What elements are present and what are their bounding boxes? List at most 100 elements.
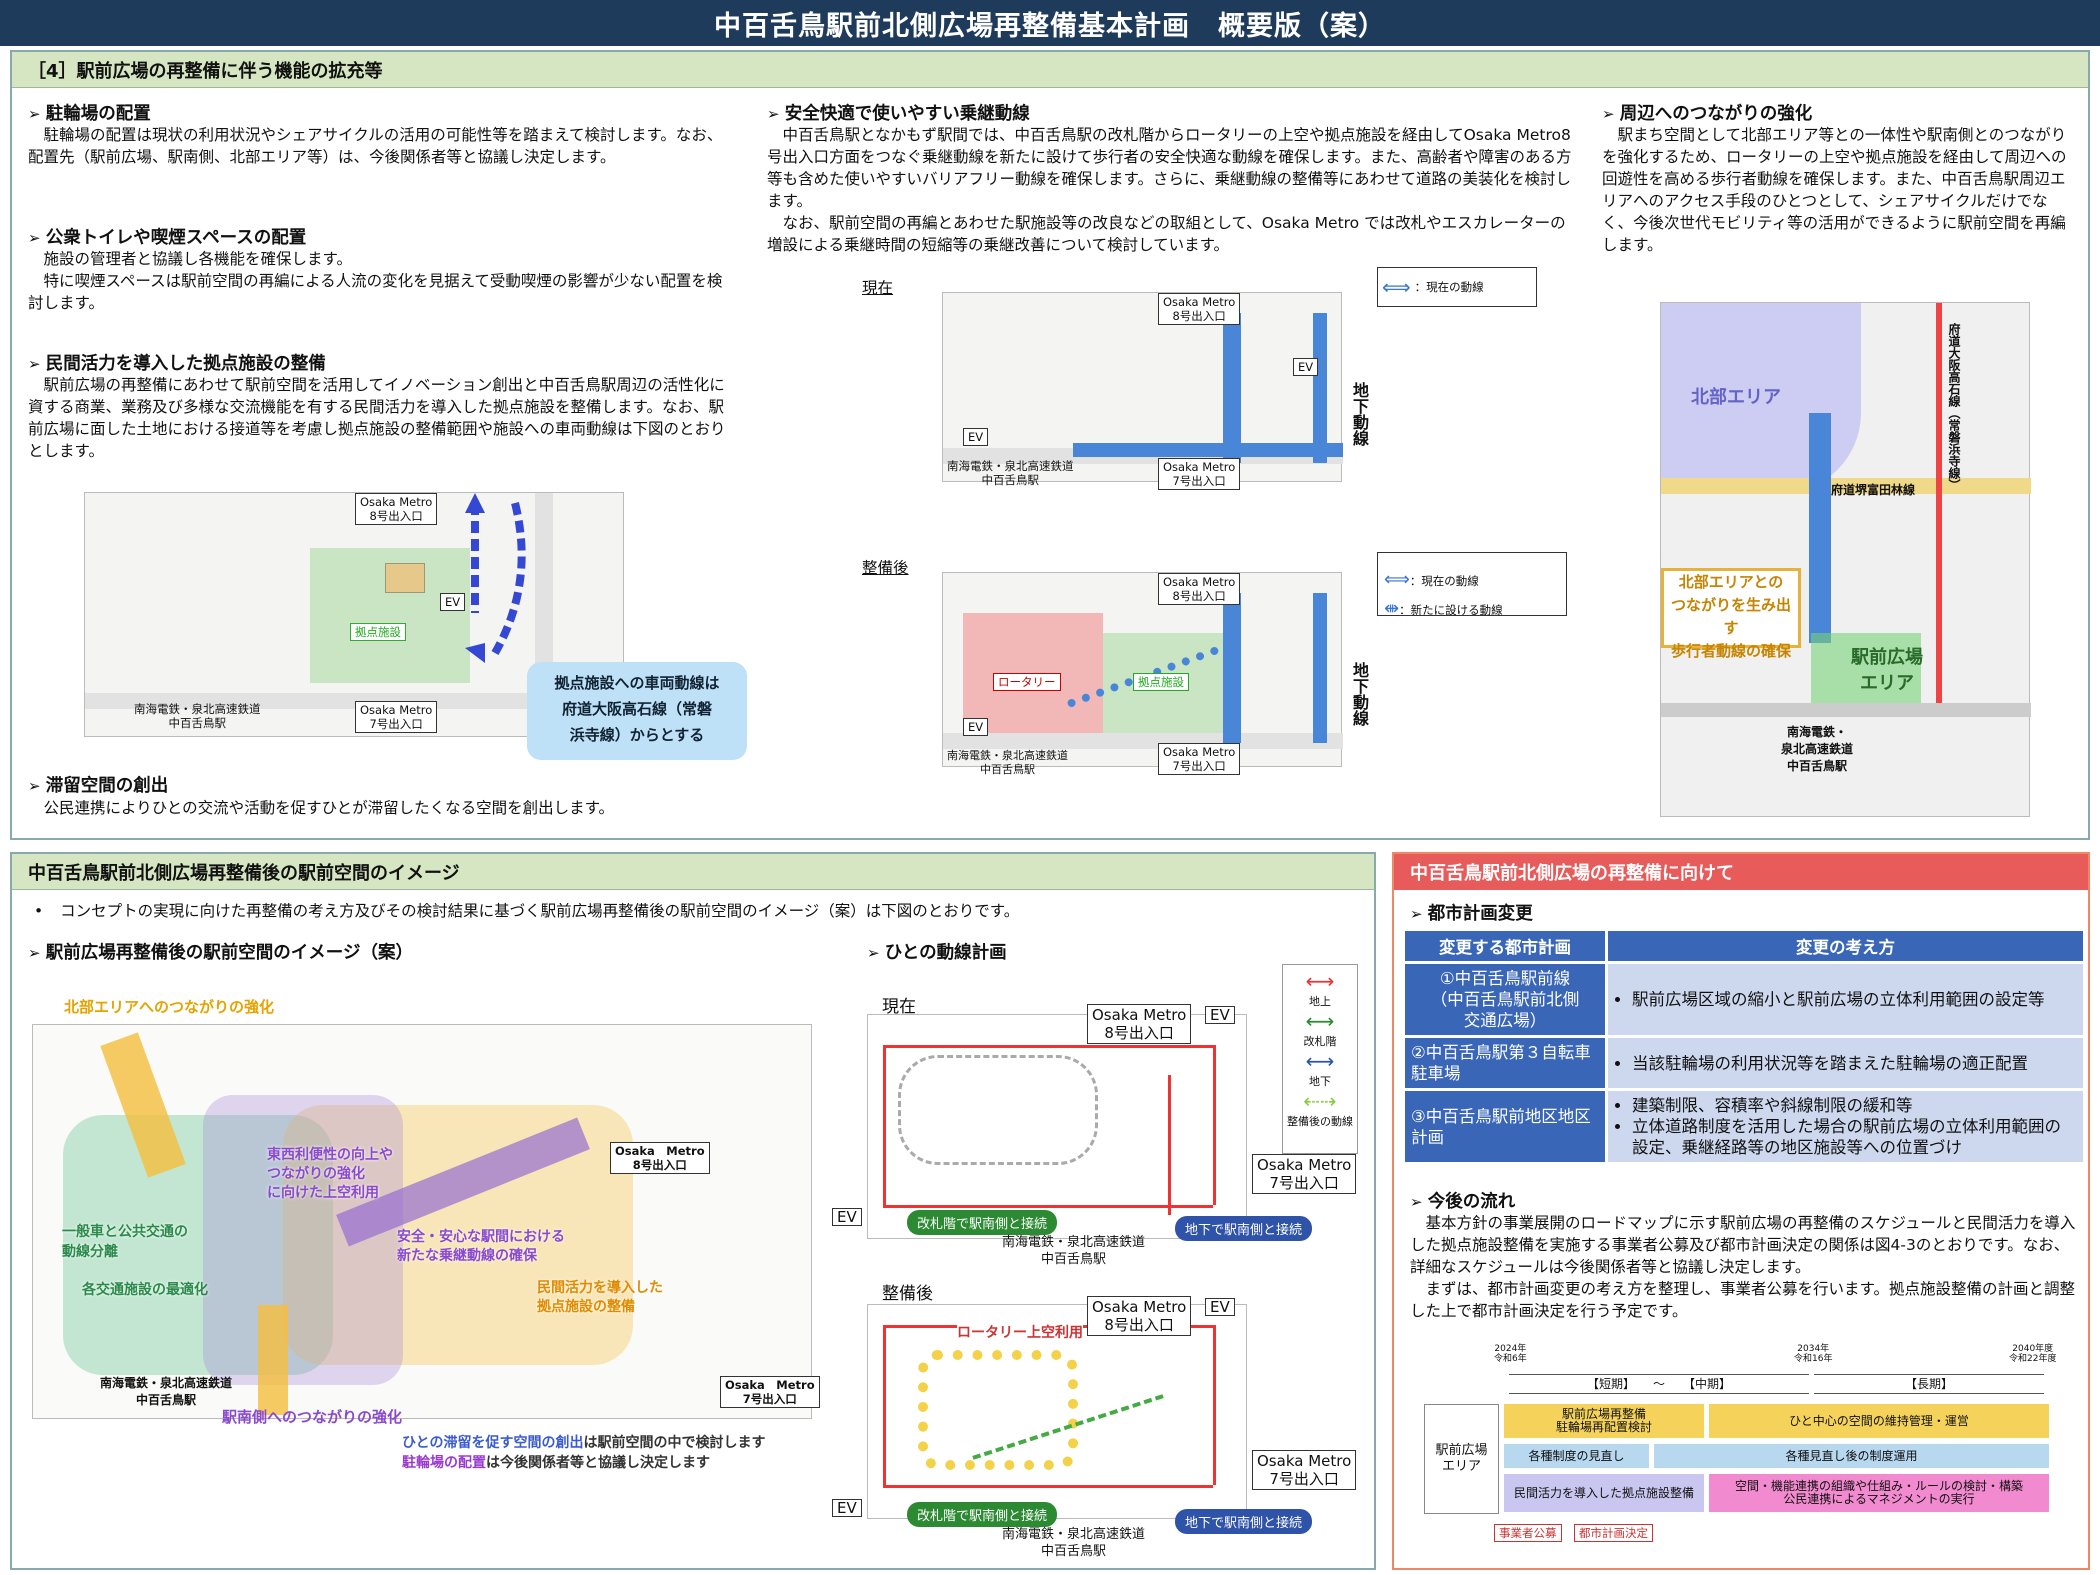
table-row: ③中百舌鳥駅前地区地区計画 建築制限、容積率や斜線制限の緩和等立体道路制度を活用… bbox=[1405, 1091, 2083, 1162]
metro8-label: Osaka Metro 8号出入口 bbox=[355, 493, 438, 525]
area-label: 駅前広場 エリア bbox=[1424, 1404, 1499, 1514]
milestone-decision: 都市計画決定 bbox=[1574, 1524, 1653, 1542]
note-stay: ひとの滞留を促す空間の創出は駅前空間の中で検討します bbox=[402, 1435, 766, 1451]
east-west-label: 東西利便性の向上や つながりの強化 に向けた上空利用 bbox=[267, 1147, 393, 1201]
image-title: 駅前広場再整備後の駅前空間のイメージ（案） bbox=[28, 939, 413, 964]
flow-now-metro8: Osaka Metro 8号出入口 bbox=[1087, 1004, 1192, 1044]
concept-station: 南海電鉄・泉北高速鉄道 中百舌鳥駅 bbox=[100, 1376, 233, 1407]
after-metro8: Osaka Metro 8号出入口 bbox=[1158, 573, 1241, 605]
north-area-label: 北部エリア bbox=[1691, 387, 1781, 408]
image-panel: 中百舌鳥駅前北側広場再整備後の駅前空間のイメージ • コンセプトの実現に向けた再… bbox=[10, 852, 1376, 1570]
legend-now-box: ⟺：現在の動線 bbox=[1377, 267, 1537, 307]
rotary-air-label: ロータリー上空利用 bbox=[957, 1322, 1083, 1342]
flow-now-metro7: Osaka Metro 7号出入口 bbox=[1252, 1154, 1357, 1194]
bike-parking-text: 駐輪場の配置は現状の利用状況やシェアサイクルの活用の可能性等を踏まえて検討します… bbox=[28, 126, 723, 166]
facility-title: 民間活力を導入した拠点施設の整備 bbox=[28, 350, 326, 375]
gantt-r1b: ひと中心の空間の維持管理・運営 bbox=[1709, 1404, 2049, 1438]
flow-legend: ⟷地上 ⟷改札階 ⟷地下 ⇠⇢整備後の動線 bbox=[1282, 964, 1358, 1154]
transfer-text: 中百舌鳥駅となかもず駅間では、中百舌鳥駅の改札階からロータリーの上空や拠点施設を… bbox=[767, 126, 1572, 254]
vehicle-route-callout: 拠点施設への車両動線は 府道大阪高石線（常磐 浜寺線）からとする bbox=[527, 662, 747, 760]
arrow-icon: ⟺ bbox=[1382, 275, 1411, 299]
urban-plan-table: 変更する都市計画 変更の考え方 ①中百舌鳥駅前線 （中百舌鳥駅前北側 交通広場）… bbox=[1402, 928, 2086, 1165]
period-short-mid: 【短期】 ～ 【中期】 bbox=[1509, 1374, 1809, 1394]
now-metro8: Osaka Metro 8号出入口 bbox=[1158, 293, 1241, 325]
toilet-text: 施設の管理者と協議し各機能を確保します。 特に喫煙スペースは駅前空間の再編による… bbox=[28, 250, 723, 312]
flow-after-metro7: Osaka Metro 7号出入口 bbox=[1252, 1450, 1357, 1490]
flow-now-label: 現在 bbox=[882, 997, 916, 1017]
gantt-r1a: 駅前広場再整備 駐輪場再配置検討 bbox=[1504, 1404, 1704, 1438]
now-ev2: EV bbox=[963, 428, 989, 446]
period-long: 【長期】 bbox=[1814, 1374, 2044, 1394]
connection-text: 駅まち空間として北部エリア等との一体性や駅南側とのつながりを強化するため、ロータ… bbox=[1602, 126, 2067, 254]
plan-approach: 建築制限、容積率や斜線制限の緩和等立体道路制度を活用した場合の駅前広場の立体利用… bbox=[1608, 1091, 2083, 1162]
col-approach: 変更の考え方 bbox=[1608, 931, 2083, 961]
future-flow-title: 今後の流れ bbox=[1410, 1188, 1516, 1213]
after-facility: 拠点施設 bbox=[1133, 673, 1189, 691]
stay-space-text: 公民連携によりひとの交流や活動を促すひとが滞留したくなる空間を創出します。 bbox=[28, 799, 615, 817]
legend-ground-icon: ⟷ bbox=[1305, 969, 1335, 993]
btn-kaisatsu-after: 改札階で駅南側と接続 bbox=[907, 1502, 1058, 1527]
flow-after-metro8: Osaka Metro 8号出入口 bbox=[1087, 1296, 1192, 1336]
concept-metro7: Osaka Metro 7号出入口 bbox=[720, 1376, 820, 1408]
station-label: 南海電鉄・泉北高速鉄道 中百舌鳥駅 bbox=[134, 702, 261, 730]
plan-approach: 当該駐輪場の利用状況等を踏まえた駐輪場の適正配置 bbox=[1608, 1038, 2083, 1088]
vehicle-route-arrow bbox=[465, 493, 526, 663]
stay-space-title: 滞留空間の創出 bbox=[28, 772, 169, 797]
underground-label-after: 地下動線 bbox=[1350, 662, 1369, 726]
legend-after-box: ⟺：現在の動線 ⇼：新たに設ける動線 bbox=[1377, 552, 1567, 619]
plan-approach: 駅前広場区域の縮小と駅前広場の立体利用範囲の設定等 bbox=[1608, 964, 2083, 1035]
route-label: 府道堺富田林線 bbox=[1831, 483, 1916, 497]
label-after: 整備後 bbox=[862, 559, 909, 577]
table-row: ②中百舌鳥駅第３自転車駐車場 当該駐輪場の利用状況等を踏まえた駐輪場の適正配置 bbox=[1405, 1038, 2083, 1088]
flow-map-now bbox=[867, 1014, 1247, 1239]
after-rotary: ロータリー bbox=[993, 673, 1061, 691]
concept-metro8: Osaka Metro 8号出入口 bbox=[610, 1142, 710, 1174]
gantt-r2b: 各種見直し後の制度運用 bbox=[1654, 1444, 2049, 1468]
flow-after-ev2: EV bbox=[832, 1499, 862, 1517]
table-row: ①中百舌鳥駅前線 （中百舌鳥駅前北側 交通広場） 駅前広場区域の縮小と駅前広場の… bbox=[1405, 964, 2083, 1035]
now-station: 南海電鉄・泉北高速鉄道 中百舌鳥駅 bbox=[947, 459, 1074, 487]
btn-underground-after: 地下で駅南側と接続 bbox=[1175, 1509, 1313, 1534]
flow-plan-title: ひとの動線計画 bbox=[867, 939, 1007, 964]
future-panel: 中百舌鳥駅前北側広場の再整備に向けて 都市計画変更 変更する都市計画 変更の考え… bbox=[1392, 852, 2090, 1570]
transfer-map-now: Osaka Metro 8号出入口 Osaka Metro 7号出入口 EV E… bbox=[942, 292, 1343, 490]
facility-text: 駅前広場の再整備にあわせて駅前空間を活用してイノベーション創出と中百舌鳥駅周辺の… bbox=[28, 376, 726, 460]
station-area-label: 駅前広場 エリア bbox=[1851, 647, 1923, 694]
flow-now-ev: EV bbox=[1205, 1006, 1235, 1024]
year-2040: 2040年度 令和22年度 bbox=[2009, 1344, 2057, 1364]
safe-transfer-label: 安全・安心な駅間における 新たな乗継動線の確保 bbox=[397, 1229, 565, 1264]
flow-now-ev2: EV bbox=[832, 1208, 862, 1226]
legend-underground-icon: ⟷ bbox=[1305, 1049, 1335, 1073]
gantt-r3b: 空間・機能連携の組織や仕組み・ルールの検討・構築 公民連携によるマネジメントの実… bbox=[1709, 1474, 2049, 1512]
facility-opt-label: 各交通施設の最適化 bbox=[82, 1282, 208, 1298]
underground-label: 地下動線 bbox=[1350, 382, 1369, 446]
dotted-arrow-icon: ⇼ bbox=[1384, 598, 1400, 619]
col-plan: 変更する都市計画 bbox=[1405, 931, 1605, 961]
transfer-title: 安全快適で使いやすい乗継動線 bbox=[767, 100, 1030, 125]
private-facility-label: 民間活力を導入した 拠点施設の整備 bbox=[537, 1280, 663, 1315]
after-metro7: Osaka Metro 7号出入口 bbox=[1158, 743, 1241, 775]
separation-label: 一般車と公共交通の 動線分離 bbox=[62, 1224, 188, 1260]
facility-map: 拠点施設 Osaka Metro 8号出入口 Osaka Metro 7号出入口… bbox=[84, 492, 625, 738]
milestone-recruit: 事業者公募 bbox=[1494, 1524, 1562, 1542]
station-label-right: 南海電鉄・ 泉北高速鉄道 中百舌鳥駅 bbox=[1781, 725, 1854, 773]
plan-name: ③中百舌鳥駅前地区地区計画 bbox=[1405, 1091, 1605, 1162]
flow-after-ev: EV bbox=[1205, 1298, 1235, 1316]
now-ev: EV bbox=[1293, 358, 1319, 376]
ev-label: EV bbox=[440, 593, 466, 611]
image-panel-heading: 中百舌鳥駅前北側広場再整備後の駅前空間のイメージ bbox=[12, 854, 1374, 890]
after-station: 南海電鉄・泉北高速鉄道 中百舌鳥駅 bbox=[947, 749, 1068, 776]
legend-new-icon: ⇠⇢ bbox=[1303, 1089, 1337, 1113]
transfer-map-after: Osaka Metro 8号出入口 Osaka Metro 7号出入口 ロータリ… bbox=[942, 572, 1343, 776]
future-panel-heading: 中百舌鳥駅前北側広場の再整備に向けて bbox=[1394, 854, 2088, 890]
plan-name: ②中百舌鳥駅第３自転車駐車場 bbox=[1405, 1038, 1605, 1088]
gantt-r3a: 民間活力を導入した拠点施設整備 bbox=[1504, 1474, 1704, 1512]
note-bike: 駐輪場の配置は今後関係者等と協議し決定します bbox=[402, 1455, 710, 1471]
connection-callout: 北部エリアとの つながりを生み出す 歩行者動線の確保 bbox=[1661, 568, 1801, 660]
flow-after-station: 南海電鉄・泉北高速鉄道 中百舌鳥駅 bbox=[1002, 1527, 1146, 1559]
north-conn-label: 北部エリアへのつながりの強化 bbox=[64, 998, 275, 1016]
gantt-r2a: 各種制度の見直し bbox=[1504, 1444, 1649, 1468]
legend-gate-icon: ⟷ bbox=[1305, 1009, 1335, 1033]
section4-panel: ［4］駅前広場の再整備に伴う機能の拡充等 駐輪場の配置 駐輪場の配置は現状の利用… bbox=[10, 50, 2090, 840]
plan-name: ①中百舌鳥駅前線 （中百舌鳥駅前北側 交通広場） bbox=[1405, 964, 1605, 1035]
